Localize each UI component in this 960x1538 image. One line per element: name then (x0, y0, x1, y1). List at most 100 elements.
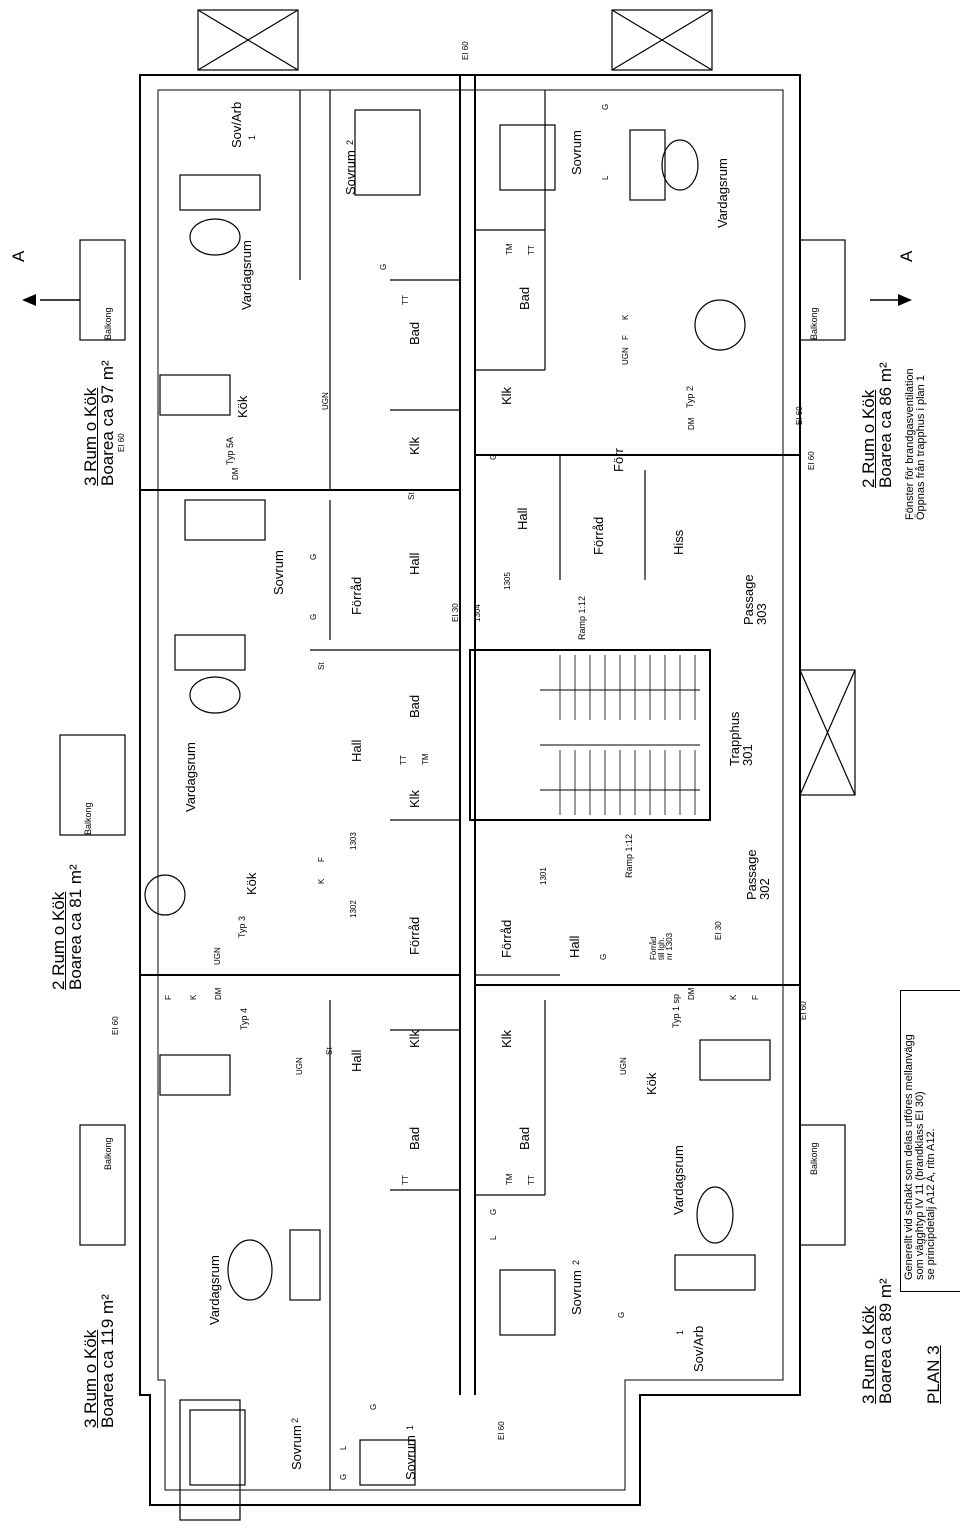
door-code: 1301 (539, 867, 548, 885)
room-sovrum: Sovrum (289, 1425, 304, 1470)
balcony-label: Balkong (809, 307, 819, 340)
type-label: Typ 2 (685, 385, 695, 408)
room-sovrum: Sovrum (271, 550, 286, 595)
fixture-tm: TM (505, 243, 514, 255)
room-forrad: Förråd (591, 516, 606, 555)
ramp-label: Ramp 1:12 (577, 595, 587, 640)
fixture-dm: DM (687, 987, 696, 1000)
shaft-note-box (900, 990, 960, 1292)
room-klk: Klk (407, 789, 422, 808)
room-hiss: Hiss (671, 529, 686, 555)
fixture-g: G (369, 1403, 378, 1410)
room-klk: Klk (407, 436, 422, 455)
fixture-g: G (309, 553, 318, 560)
type-label: Typ 4 (239, 1007, 249, 1030)
type-label: Typ 3 (237, 915, 247, 938)
room-number: 1 (405, 1424, 415, 1430)
fire-class: EI 60 (795, 406, 804, 425)
room-vardagsrum: Vardagsrum (671, 1145, 686, 1215)
room-sovrum: Sovrum (569, 1270, 584, 1315)
balcony-label: Balkong (83, 802, 93, 835)
fixture-l: L (489, 1235, 498, 1240)
fire-class: EI 60 (117, 433, 126, 452)
fixture-g: G (489, 1208, 498, 1215)
room-vardagsrum: Vardagsrum (183, 742, 198, 812)
fixture-st: St (325, 1047, 334, 1055)
fixture-dm: DM (687, 417, 696, 430)
fixture-tt: TT (401, 295, 410, 305)
fixture-tt: TT (527, 245, 536, 255)
fixture-st: St (317, 662, 326, 670)
balcony (59, 734, 126, 836)
room-sov-arb: Sov/Arb (229, 101, 244, 148)
fixture-ugn: UGN (321, 392, 330, 410)
fixture-f: F (751, 995, 760, 1000)
room-bad: Bad (517, 1126, 532, 1150)
balcony-label: Balkong (809, 1142, 819, 1175)
fixture-g: G (617, 1311, 626, 1318)
plan-label: PLAN 3 (924, 1345, 943, 1404)
balcony-label: Balkong (103, 1137, 113, 1170)
room-bad: Bad (517, 286, 532, 310)
balcony (179, 1399, 241, 1521)
room-forrad: Förråd (499, 919, 514, 958)
fixture-f: F (317, 857, 326, 862)
door-code: 1305 (503, 572, 512, 590)
room-klk: Klk (407, 1029, 422, 1048)
room-hall: Hall (515, 507, 530, 530)
fixture-ugn: UGN (295, 1057, 304, 1075)
balcony (799, 239, 846, 341)
fixture-tt: TT (401, 1175, 410, 1185)
room-number: 1 (247, 134, 257, 140)
door-code: 1304 (473, 604, 482, 622)
fixture-g: G (309, 613, 318, 620)
room-hall: Hall (567, 935, 582, 958)
fire-class: EI 30 (451, 603, 460, 622)
type-label: Typ 5A (225, 436, 235, 465)
fixture-k: K (189, 994, 198, 1000)
fire-class: EI 60 (461, 41, 470, 60)
fixture-ugn: UGN (621, 347, 630, 365)
room-bad: Bad (407, 1126, 422, 1150)
section-marker: A (9, 250, 28, 262)
balcony (79, 1124, 126, 1246)
room-sovrum: Sovrum (403, 1435, 418, 1480)
door-code: 1303 (349, 832, 358, 850)
section-marker: A (897, 250, 916, 262)
balcony (799, 1124, 846, 1246)
room-hall: Hall (407, 552, 422, 575)
ramp-label: Ramp 1:12 (624, 833, 634, 878)
room-forr: Förr (611, 448, 626, 472)
fixture-tt: TT (399, 755, 408, 765)
fixture-dm: DM (214, 987, 223, 1000)
room-kok: Kök (644, 1072, 659, 1095)
fixture-g: G (379, 263, 388, 270)
fixture-l: L (339, 1445, 348, 1450)
interior-wall-line (157, 89, 784, 1491)
fixture-l: L (601, 175, 610, 180)
fixture-tm: TM (505, 1173, 514, 1185)
room-number: 1 (675, 1329, 685, 1335)
room-sovrum: Sovrum (569, 130, 584, 175)
room-number: 2 (290, 1417, 300, 1423)
room-number: 2 (345, 139, 355, 145)
fixture-g: G (339, 1473, 348, 1480)
room-forrad: Förråd (407, 916, 422, 955)
room-kok: Kök (235, 395, 250, 418)
fixture-tt: TT (527, 1175, 536, 1185)
room-number: 2 (571, 1259, 581, 1265)
room-bad: Bad (407, 694, 422, 718)
room-klk: Klk (499, 386, 514, 405)
fixture-k: K (317, 878, 326, 884)
roof-hatch (799, 669, 856, 796)
fixture-st: St (407, 492, 416, 500)
